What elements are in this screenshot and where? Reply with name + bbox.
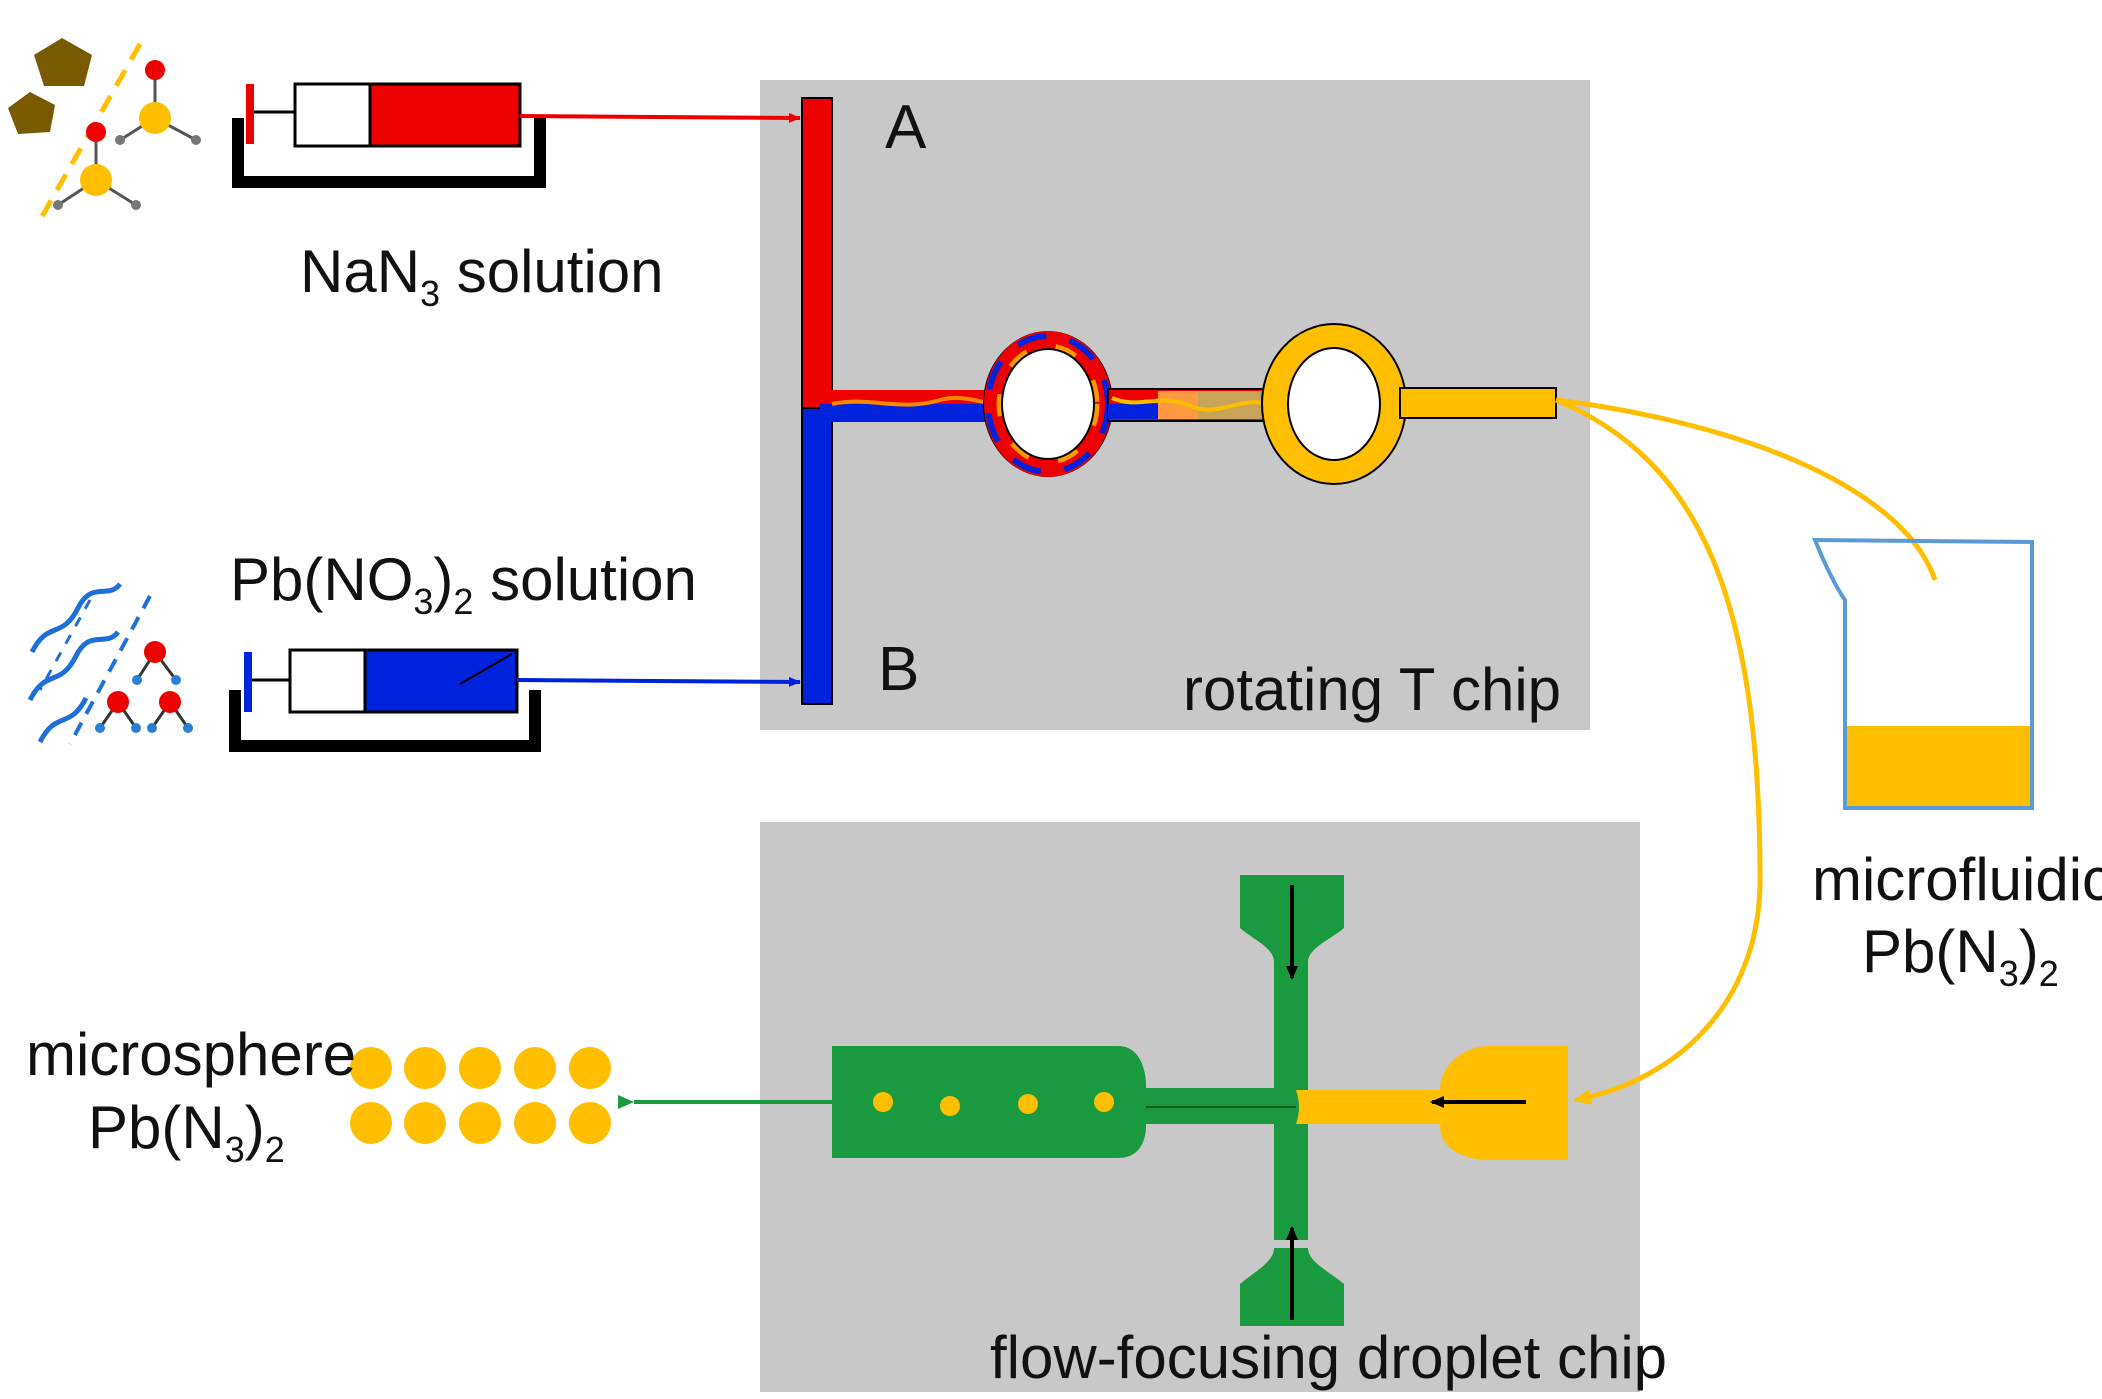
pbno3-solution-label: Pb(NO3)2 solution: [230, 546, 697, 622]
mixing-ring-2: [1261, 323, 1407, 485]
inlet-a-label: A: [885, 93, 927, 162]
blue-feed-arrow: [516, 676, 801, 687]
inlet-b-label: B: [878, 635, 919, 704]
tube-to-droplet-chip: [1555, 397, 1763, 1105]
pbno3-molecule-icon: [27, 582, 193, 745]
flow-focusing-channels: [832, 875, 1568, 1326]
rotating-t-channel: [801, 97, 1011, 705]
rotating-chip-label: rotating T chip: [1183, 656, 1561, 723]
beaker-icon: [1812, 537, 2034, 810]
nan3-molecule-icon: [8, 38, 201, 222]
tube-to-beaker: [1555, 397, 1938, 581]
microsphere-dots: [350, 1047, 611, 1144]
mixing-channel-segment: [1107, 388, 1269, 422]
mixing-ring-1: [983, 331, 1113, 477]
syringe-pbno3: [229, 648, 541, 752]
microsphere-label: microsphere: [26, 1021, 356, 1088]
nan3-solution-label: NaN3 solution: [300, 238, 664, 314]
microsphere-formula: Pb(N3)2: [88, 1094, 285, 1170]
syringe-nan3: [232, 82, 546, 188]
microfluidic-label: microfluidic: [1812, 846, 2102, 913]
droplet-chip-label: flow-focusing droplet chip: [990, 1324, 1667, 1391]
microfluidic-formula: Pb(N3)2: [1862, 918, 2059, 994]
red-feed-arrow: [519, 112, 801, 123]
droplets-in-channel: [873, 1092, 1114, 1116]
outlet-channel: [1399, 387, 1557, 419]
